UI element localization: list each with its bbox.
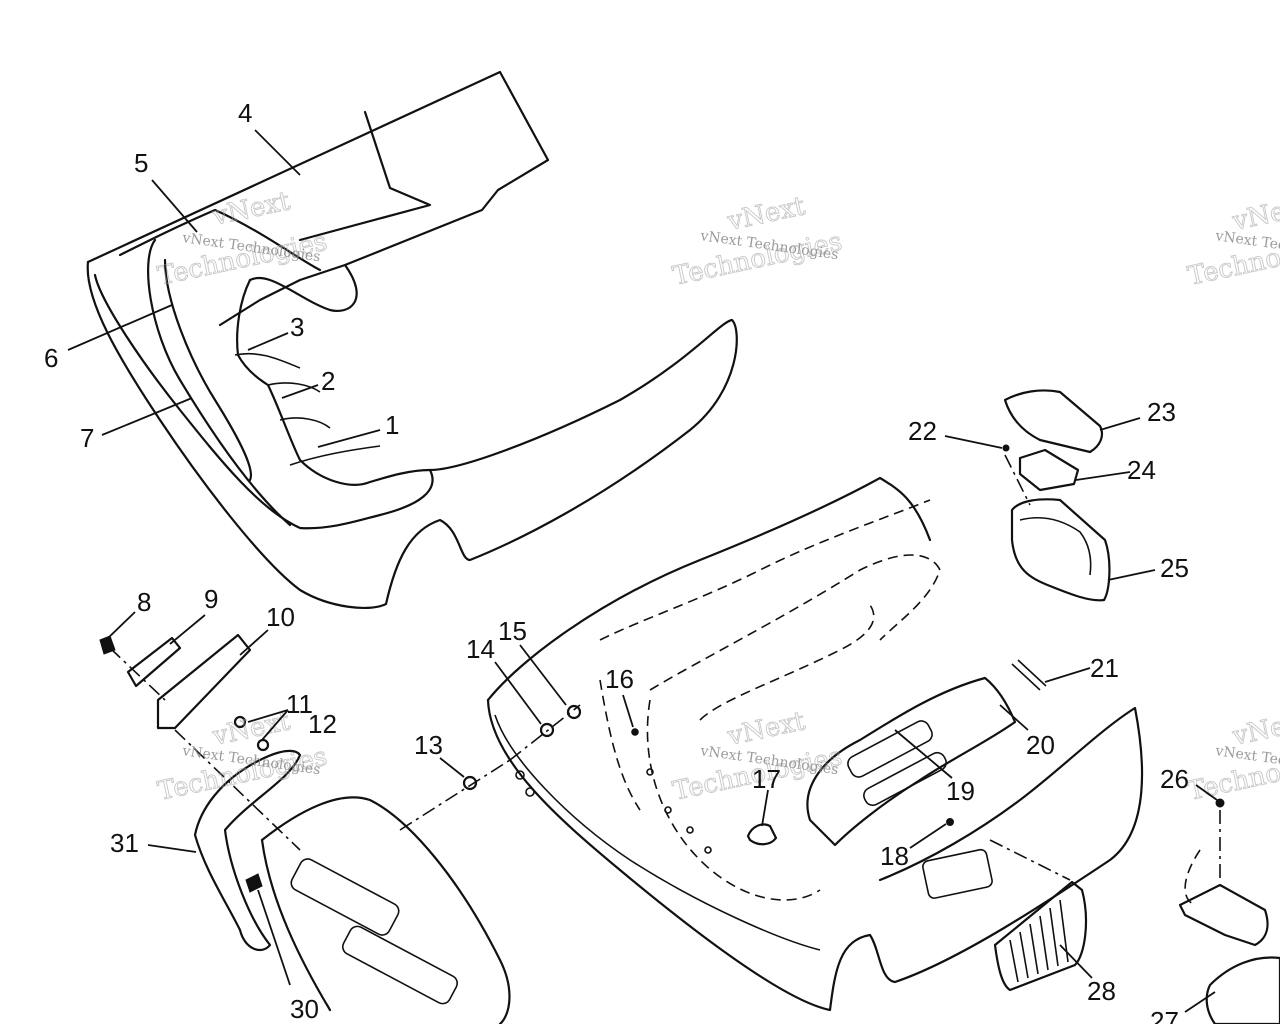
fasteners [233,444,1047,846]
callout-19: 19 [946,776,975,806]
callout-26: 26 [1160,764,1189,794]
watermark-text: vNext [209,186,293,232]
step-grill [993,880,1088,992]
watermark-text: vNext [1229,191,1280,237]
callout-7: 7 [80,423,94,453]
callout-6: 6 [44,343,58,373]
watermark-text: vNext [724,191,808,237]
callout-31: 31 [110,828,139,858]
callout-10: 10 [266,602,295,632]
callout-20: 20 [1026,730,1055,760]
callout-4: 4 [238,98,252,128]
knee-pad [806,676,1017,847]
callout-24: 24 [1127,455,1156,485]
leader-lines [67,129,1218,1013]
callout-23: 23 [1147,397,1176,427]
callout-12: 12 [308,709,337,739]
watermark-text: Technologies [155,227,330,292]
callout-2: 2 [321,366,335,396]
watermark-text: vNext [724,706,808,752]
callout-25: 25 [1160,553,1189,583]
hinge-assembly [1178,798,1280,1024]
callout-28: 28 [1087,976,1116,1006]
upper-seat-assembly [86,70,738,610]
callout-27: 27 [1150,1006,1179,1024]
callout-11: 11 [286,689,313,719]
callout-8: 8 [137,587,151,617]
callout-30: 30 [290,994,319,1024]
lower-body-panel [486,476,1144,1012]
callout-1: 1 [385,410,399,440]
watermark-text: vNext [1229,706,1280,752]
callout-16: 16 [605,664,634,694]
callout-17: 17 [752,764,781,794]
callout-9: 9 [204,584,218,614]
callout-14: 14 [466,634,495,664]
callout-22: 22 [908,416,937,446]
callout-18: 18 [880,841,909,871]
callout-21: 21 [1090,653,1119,683]
storage-tray [1003,389,1111,602]
callout-13: 13 [414,730,443,760]
callout-15: 15 [498,616,527,646]
assembly-lines [109,454,1221,881]
callout-5: 5 [134,148,148,178]
callout-labels: 1 2 3 4 5 6 7 8 9 10 11 12 13 14 15 16 1… [44,98,1189,1024]
callout-3: 3 [290,312,304,342]
